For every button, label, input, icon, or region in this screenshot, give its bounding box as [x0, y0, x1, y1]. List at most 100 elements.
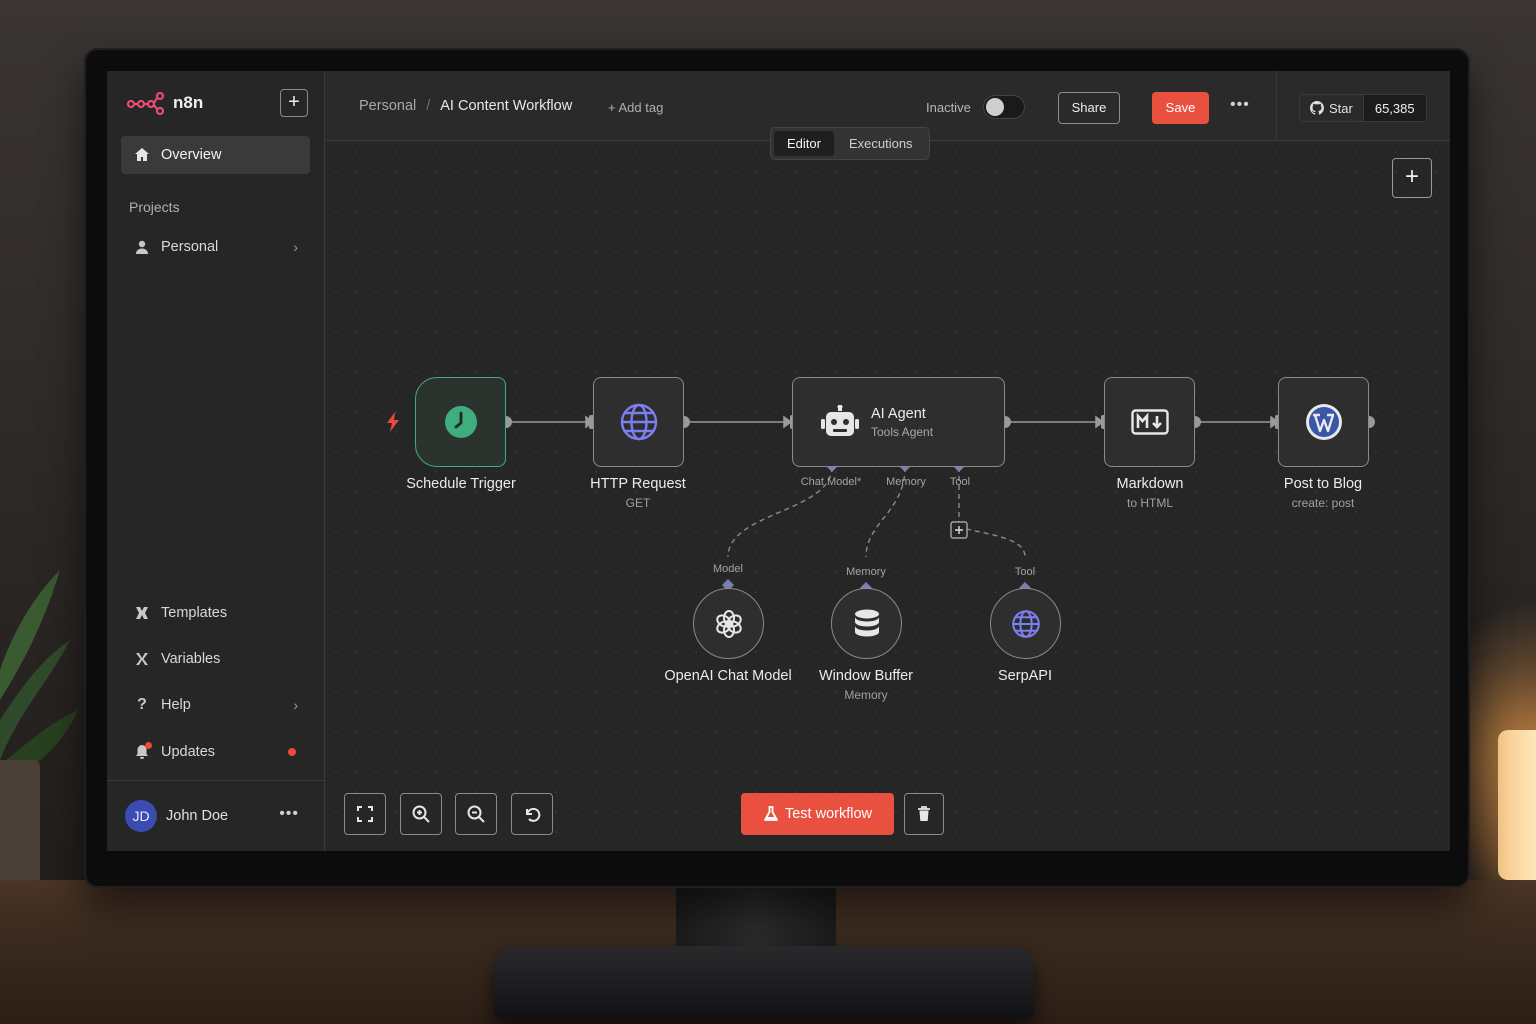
port-label-chat-model: Chat Model*: [800, 476, 862, 488]
trash-icon: [918, 806, 930, 821]
chevron-right-icon: ›: [293, 239, 298, 255]
sidebar-item-label: Variables: [161, 651, 221, 667]
home-icon: [133, 146, 151, 164]
zoom-in-button[interactable]: [400, 793, 442, 835]
sidebar-item-label: Templates: [161, 605, 228, 621]
workflow-header: Personal / AI Content Workflow + Add tag…: [326, 71, 1450, 141]
workflow-canvas[interactable]: +: [326, 142, 1450, 851]
variables-icon: [133, 650, 151, 668]
markdown-icon: [1130, 409, 1169, 435]
fullscreen-icon: [357, 806, 373, 822]
clock-icon: [444, 406, 477, 438]
agent-text: AI Agent Tools Agent: [871, 406, 933, 439]
node-http-request[interactable]: [593, 377, 684, 467]
reset-zoom-button[interactable]: [511, 793, 553, 835]
user-menu[interactable]: JD John Doe •••: [107, 780, 325, 851]
sidebar-item-variables[interactable]: Variables: [121, 640, 310, 678]
breadcrumb-project[interactable]: Personal: [359, 98, 417, 114]
undo-icon: [526, 807, 541, 822]
logo[interactable]: n8n: [127, 91, 203, 115]
bell-icon: [133, 742, 152, 761]
user-more-button[interactable]: •••: [279, 805, 299, 822]
zoom-in-icon: [412, 805, 430, 823]
add-node-button[interactable]: +: [1392, 158, 1432, 198]
node-ai-agent[interactable]: AI Agent Tools Agent: [792, 377, 1005, 467]
monitor-base: [494, 946, 1034, 1020]
node-serpapi[interactable]: [990, 588, 1061, 659]
port-label-memory: Memory: [886, 476, 926, 488]
delete-button[interactable]: [904, 793, 944, 835]
sidebar-item-updates[interactable]: Updates: [121, 733, 310, 771]
database-icon: [854, 609, 879, 636]
n8n-logo-icon: [127, 91, 165, 115]
active-toggle[interactable]: [983, 95, 1025, 119]
github-star-button[interactable]: Star 65,385: [1299, 94, 1427, 122]
sidebar-item-templates[interactable]: Templates: [121, 594, 310, 632]
connections: [500, 415, 1375, 594]
user-icon: [133, 238, 151, 256]
fit-view-button[interactable]: [344, 793, 386, 835]
test-workflow-button[interactable]: Test workflow: [741, 793, 894, 835]
user-name: John Doe: [166, 808, 229, 824]
view-tabs: Editor Executions: [770, 127, 930, 160]
share-button[interactable]: Share: [1058, 92, 1120, 124]
projects-heading: Projects: [129, 199, 180, 215]
github-star: Star: [1299, 94, 1363, 122]
toggle-knob: [986, 98, 1004, 116]
sidebar-item-label: Updates: [161, 744, 216, 760]
zoom-out-icon: [467, 805, 485, 823]
node-label: OpenAI Chat Model: [664, 668, 792, 684]
port-label-memory-in: Memory: [846, 566, 886, 578]
tab-editor[interactable]: Editor: [774, 131, 834, 156]
sidebar-item-label: Help: [161, 697, 191, 713]
updates-badge: [288, 748, 296, 756]
avatar: JD: [125, 800, 157, 832]
breadcrumb: Personal / AI Content Workflow: [359, 98, 572, 114]
github-star-label: Star: [1329, 100, 1353, 116]
node-label: Schedule Trigger: [406, 476, 516, 492]
port-label-tool-in: Tool: [1014, 566, 1036, 578]
node-schedule-trigger[interactable]: [415, 377, 506, 467]
node-post-to-blog[interactable]: [1278, 377, 1369, 467]
sidebar-item-personal[interactable]: Personal ›: [121, 228, 310, 266]
sidebar: n8n + Overview Projects Personal › Templ…: [107, 71, 325, 851]
breadcrumb-separator: /: [426, 98, 431, 114]
help-icon: ?: [137, 696, 147, 713]
workflow-status-label: Inactive: [926, 100, 971, 115]
tab-executions[interactable]: Executions: [848, 136, 913, 151]
flask-icon: [764, 806, 778, 821]
chevron-right-icon: ›: [293, 697, 298, 713]
port-label-model: Model: [713, 563, 743, 575]
sidebar-item-label: Overview: [161, 147, 222, 163]
trigger-bolt-icon: [387, 412, 399, 432]
sidebar-item-label: Personal: [161, 239, 219, 255]
wordpress-icon: [1305, 404, 1342, 440]
add-tag-button[interactable]: + Add tag: [608, 100, 664, 115]
workflow-name[interactable]: AI Content Workflow: [440, 98, 573, 114]
save-button[interactable]: Save: [1152, 92, 1209, 124]
sidebar-item-help[interactable]: ? Help ›: [121, 686, 310, 724]
node-window-buffer-memory[interactable]: [831, 588, 902, 659]
port-label-tool: Tool: [949, 476, 971, 488]
agent-subtitle: Tools Agent: [871, 424, 934, 439]
create-new-button[interactable]: +: [280, 89, 308, 117]
screen: n8n + Overview Projects Personal › Templ…: [107, 71, 1450, 851]
templates-icon: [133, 604, 151, 622]
globe-icon: [1011, 609, 1040, 638]
zoom-out-button[interactable]: [455, 793, 497, 835]
sidebar-item-overview[interactable]: Overview: [121, 136, 310, 174]
header-divider: [1276, 71, 1277, 141]
node-openai-chat-model[interactable]: [693, 588, 764, 659]
openai-icon: [715, 609, 742, 638]
workflow-more-button[interactable]: •••: [1230, 96, 1250, 113]
node-label: SerpAPI: [998, 668, 1052, 684]
test-workflow-label: Test workflow: [784, 806, 873, 822]
node-markdown[interactable]: [1104, 377, 1195, 467]
robot-icon: [821, 405, 859, 436]
globe-icon: [620, 403, 657, 441]
app-name: n8n: [173, 93, 204, 112]
